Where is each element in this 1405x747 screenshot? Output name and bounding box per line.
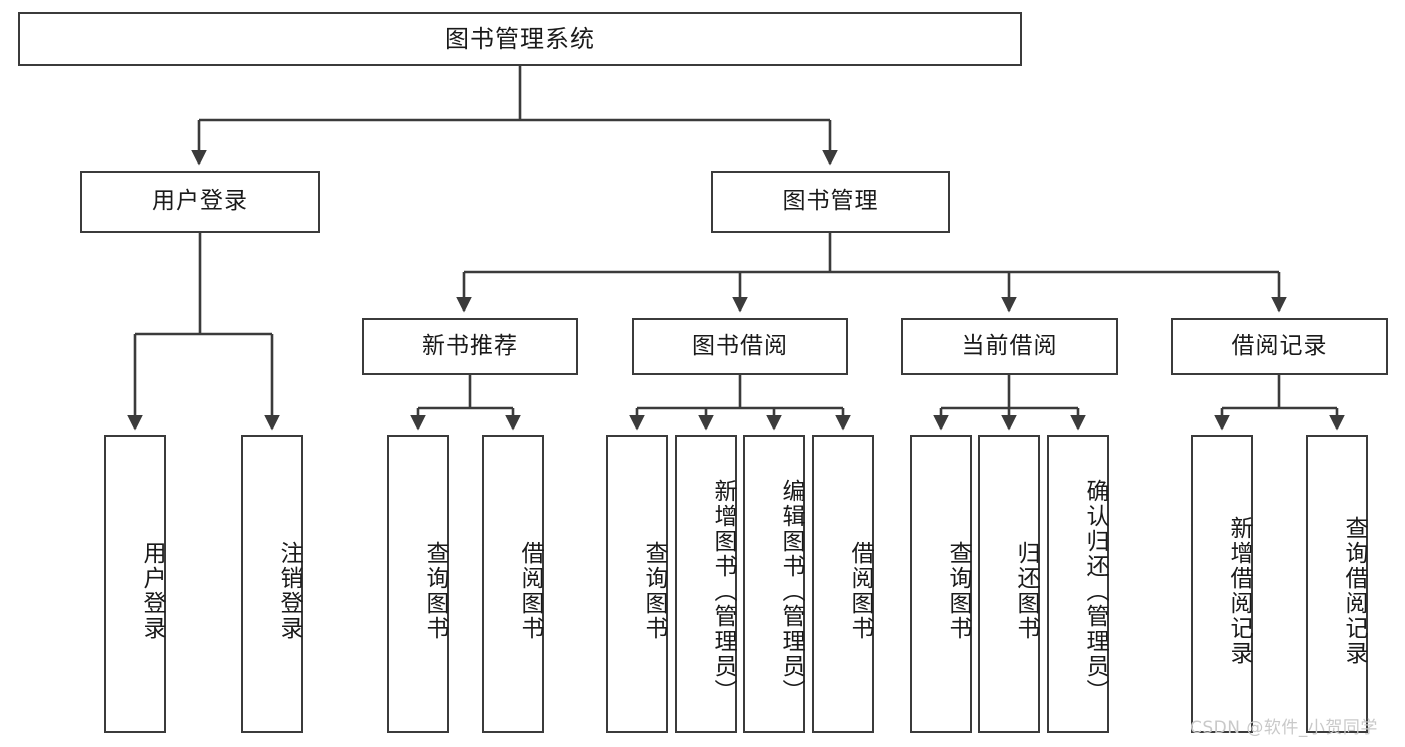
leaf-book-borrow-4-label: 借阅图书 bbox=[847, 541, 873, 641]
node-current-borrow[interactable]: 当前借阅 bbox=[901, 318, 1118, 375]
leaf-book-borrow-2-label: 新增图书（管理员） bbox=[710, 478, 736, 704]
node-current-borrow-label: 当前借阅 bbox=[961, 332, 1058, 359]
leaf-user-login-2-label: 注销登录 bbox=[276, 541, 302, 641]
node-root[interactable]: 图书管理系统 bbox=[18, 12, 1022, 66]
csdn-watermark: CSDN @软件_小贺同学 bbox=[1190, 718, 1378, 738]
leaf-borrow-record-1[interactable]: 新增借阅记录 bbox=[1191, 435, 1253, 733]
leaf-book-borrow-3-label: 编辑图书（管理员） bbox=[778, 478, 804, 704]
node-new-book-recommend-label: 新书推荐 bbox=[422, 332, 518, 359]
leaf-book-borrow-3[interactable]: 编辑图书（管理员） bbox=[743, 435, 805, 733]
leaf-current-borrow-1-label: 查询图书 bbox=[945, 541, 971, 641]
leaf-book-borrow-1[interactable]: 查询图书 bbox=[606, 435, 668, 733]
node-new-book-recommend[interactable]: 新书推荐 bbox=[362, 318, 578, 375]
leaf-new-book-1[interactable]: 查询图书 bbox=[387, 435, 449, 733]
leaf-borrow-record-2[interactable]: 查询借阅记录 bbox=[1306, 435, 1368, 733]
leaf-book-borrow-4[interactable]: 借阅图书 bbox=[812, 435, 874, 733]
leaf-current-borrow-2[interactable]: 归还图书 bbox=[978, 435, 1040, 733]
node-book-manage-label: 图书管理 bbox=[782, 188, 879, 215]
node-root-label: 图书管理系统 bbox=[445, 24, 595, 53]
leaf-new-book-1-label: 查询图书 bbox=[422, 541, 448, 641]
leaf-new-book-2-label: 借阅图书 bbox=[517, 541, 543, 641]
leaf-book-borrow-2[interactable]: 新增图书（管理员） bbox=[675, 435, 737, 733]
node-book-borrow[interactable]: 图书借阅 bbox=[632, 318, 848, 375]
node-borrow-record[interactable]: 借阅记录 bbox=[1171, 318, 1388, 375]
leaf-borrow-record-1-label: 新增借阅记录 bbox=[1226, 516, 1252, 666]
leaf-current-borrow-3-label: 确认归还（管理员） bbox=[1082, 478, 1108, 704]
node-book-manage[interactable]: 图书管理 bbox=[711, 171, 950, 233]
node-book-borrow-label: 图书借阅 bbox=[692, 332, 788, 359]
leaf-user-login-2[interactable]: 注销登录 bbox=[241, 435, 303, 733]
leaf-current-borrow-2-label: 归还图书 bbox=[1013, 541, 1039, 641]
leaf-user-login-1-label: 用户登录 bbox=[139, 541, 165, 641]
leaf-book-borrow-1-label: 查询图书 bbox=[641, 541, 667, 641]
leaf-current-borrow-3[interactable]: 确认归还（管理员） bbox=[1047, 435, 1109, 733]
leaf-current-borrow-1[interactable]: 查询图书 bbox=[910, 435, 972, 733]
leaf-borrow-record-2-label: 查询借阅记录 bbox=[1341, 516, 1367, 666]
node-user-login-label: 用户登录 bbox=[152, 188, 248, 215]
node-borrow-record-label: 借阅记录 bbox=[1231, 332, 1328, 359]
leaf-new-book-2[interactable]: 借阅图书 bbox=[482, 435, 544, 733]
node-user-login[interactable]: 用户登录 bbox=[80, 171, 320, 233]
leaf-user-login-1[interactable]: 用户登录 bbox=[104, 435, 166, 733]
